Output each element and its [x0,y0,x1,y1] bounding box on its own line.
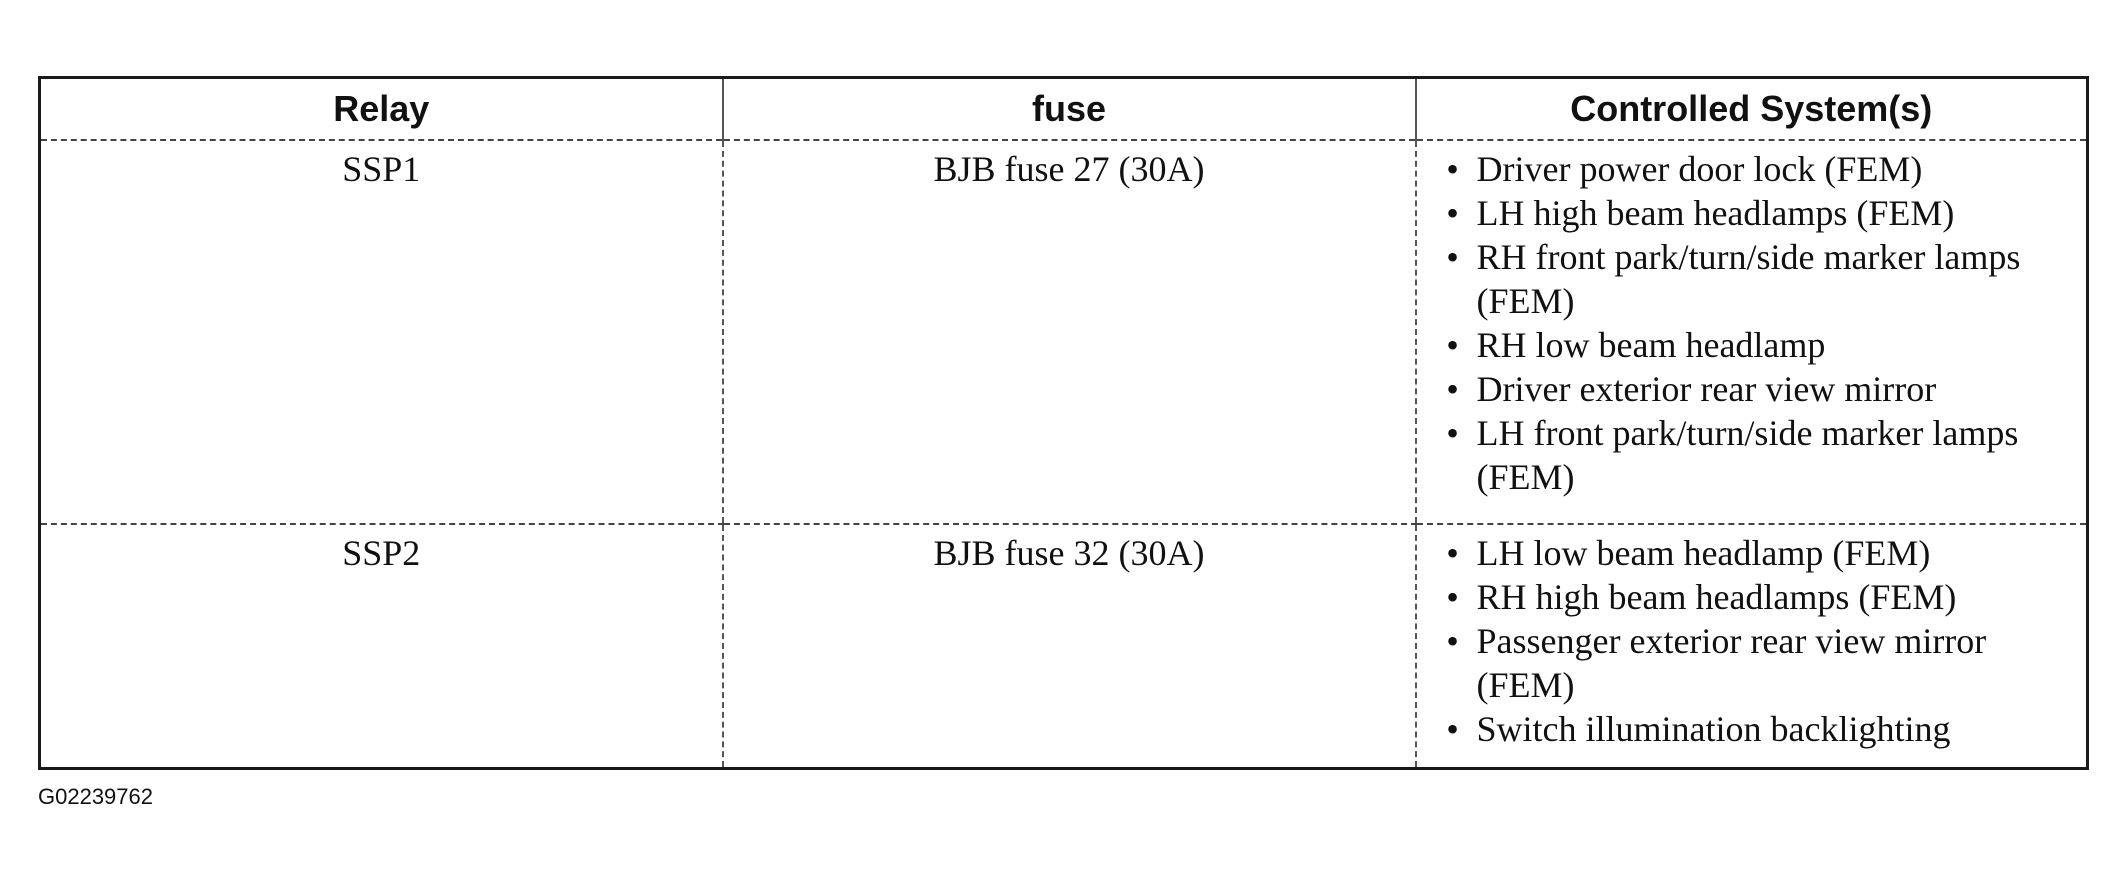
table-row: SSP1 BJB fuse 27 (30A) • Driver power doo… [39,140,2088,525]
list-item: • Driver power door lock (FEM) [1446,147,2087,191]
system-text: LH high beam headlamps (FEM) [1476,193,1955,233]
bullet-icon: • [1446,621,1459,661]
bullet-icon: • [1446,149,1459,189]
fuse-cell: BJB fuse 32 (30A) [721,524,1416,769]
bullet-icon: • [1446,709,1459,749]
list-item: • LH low beam headlamp (FEM) [1446,531,2087,575]
bullet-icon: • [1446,413,1459,453]
list-item: • Driver exterior rear view mirror [1446,367,2087,411]
table-row: SSP2 BJB fuse 32 (30A) • LH low beam head… [40,524,2088,769]
list-item: • LH front park/turn/side marker lamps (F… [1446,411,2087,499]
system-text: LH low beam headlamp (FEM) [1476,533,1931,573]
figure-id: G02239762 [38,784,153,809]
header-relay: Relay [39,77,723,141]
bullet-icon: • [1446,193,1459,233]
header-controlled-systems: Controlled System(s) [1414,77,2088,141]
bullet-icon: • [1446,369,1459,409]
relay-fuse-table-container: Relay fuse Controlled System(s) SSP1 BJB… [38,76,2089,770]
bullet-icon: • [1446,577,1459,617]
bullet-icon: • [1446,325,1459,365]
system-text: Switch illumination backlighting [1476,709,1951,749]
list-item: • RH front park/turn/side marker lamps (F… [1446,235,2087,323]
relay-cell: SSP2 [342,533,421,573]
system-text: RH front park/turn/side marker lamps (FE… [1476,237,2021,321]
systems-list: • Driver power door lock (FEM) • LH high b… [1417,147,2087,499]
list-item: • RH high beam headlamps (FEM) [1446,575,2087,619]
systems-cell: • LH low beam headlamp (FEM) • RH high bea… [1414,524,2088,769]
system-text: RH high beam headlamps (FEM) [1476,577,1957,617]
system-text: Driver exterior rear view mirror [1476,369,1937,409]
list-item: • Passenger exterior rear view mirror (FE… [1446,619,2087,707]
systems-list: • LH low beam headlamp (FEM) • RH high bea… [1417,531,2087,751]
relay-cell: SSP1 [39,140,723,525]
header-fuse: fuse [721,77,1416,141]
list-item: • Switch illumination backlighting [1446,707,2087,751]
table-header-row: Relay fuse Controlled System(s) [39,77,2088,141]
list-item: • LH high beam headlamps (FEM) [1446,191,2087,235]
system-text: RH low beam headlamp [1476,325,1826,365]
system-text: Driver power door lock (FEM) [1476,149,1923,189]
bullet-icon: • [1446,533,1459,573]
list-item: • RH low beam headlamp [1446,323,2087,367]
system-text: Passenger exterior rear view mirror (FEM… [1476,621,1987,705]
fuse-cell: BJB fuse 27 (30A) [721,140,1416,525]
bullet-icon: • [1446,237,1459,277]
relay-fuse-table: Relay fuse Controlled System(s) SSP1 BJB… [38,76,2089,770]
system-text: LH front park/turn/side marker lamps (FE… [1476,413,2019,497]
systems-cell: • Driver power door lock (FEM) • LH high b… [1414,140,2088,525]
